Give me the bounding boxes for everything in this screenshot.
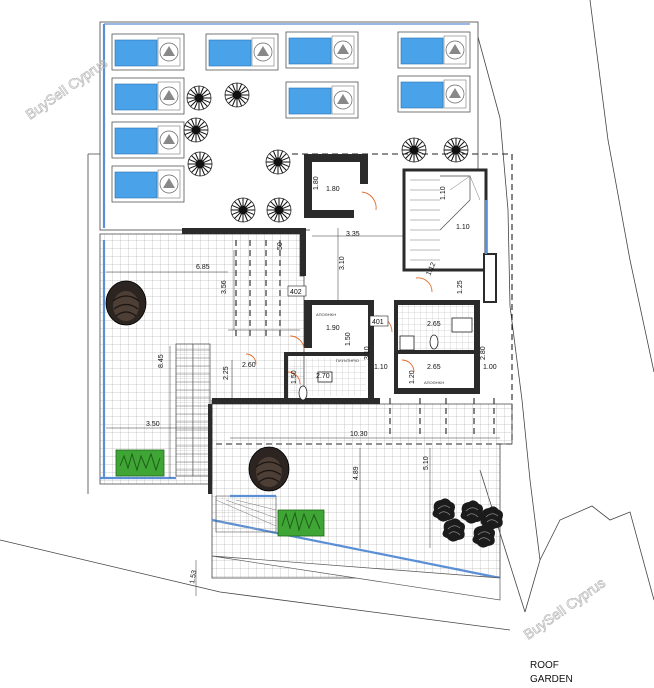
sunbed-icon	[205, 33, 279, 71]
dim-120: 1.20	[409, 370, 416, 384]
dim-350: 3.50	[146, 421, 160, 428]
sunbed-icon	[111, 33, 185, 71]
umbrella-icon	[187, 151, 213, 177]
storage-label-b: ΑΠΟΘΗΚΗ	[424, 380, 444, 385]
caption-line-1: ROOF	[530, 660, 559, 671]
sunbed-icon	[111, 121, 185, 159]
room-401: 401	[372, 319, 384, 326]
dim-110-landing: 1.10	[456, 224, 470, 231]
caption-line-2: GARDEN	[530, 674, 573, 685]
dim-225: 2.25	[223, 366, 230, 380]
watermark-top: BuySell Cyprus	[23, 54, 111, 122]
dim-265-upper: 2.65	[427, 321, 441, 328]
lounge-chair-icon	[248, 446, 290, 492]
dim-1030: 10.30	[350, 431, 368, 438]
umbrella-icon	[186, 85, 212, 111]
dim-270: 2.70	[316, 373, 330, 380]
laundry-label: ΠΛΥΝΤΗΡΙΟ	[336, 358, 359, 363]
umbrella-icon	[230, 197, 256, 223]
umbrella-icon	[224, 82, 250, 108]
lounge-chair-icon	[105, 280, 147, 326]
dim-310-vertical: 3.10	[339, 256, 346, 270]
dim-180-width: 1.80	[326, 186, 340, 193]
dim-150-lower: 1.50	[291, 370, 298, 384]
dim-150-upper: 1.50	[345, 332, 352, 346]
watermark-bottom: BuySell Cyprus	[521, 574, 609, 642]
dim-125: 1.25	[457, 280, 464, 294]
umbrella-icon	[266, 197, 292, 223]
room-tags: 402 401 ΑΠΟΘΗΚΗ ΑΠΟΘΗΚΗ ΠΛΥΝΤΗΡΙΟ	[287, 285, 444, 385]
dim-489: 4.89	[353, 466, 360, 480]
sunbed-icon	[285, 31, 359, 69]
planter-center	[277, 509, 325, 537]
umbrella-icon	[401, 137, 427, 163]
umbrella-icon	[183, 117, 209, 143]
sunbed-icon	[397, 31, 471, 69]
dim-356: 3.56	[221, 280, 228, 294]
dim-335: 3.35	[346, 231, 360, 238]
umbrella-icon	[265, 149, 291, 175]
terrace	[99, 222, 513, 601]
dim-310-corridor: 3.10	[364, 346, 371, 360]
dim-280: 2.80	[480, 346, 487, 360]
dim-110-stair: 1.10	[440, 186, 447, 200]
site-outline	[0, 0, 654, 631]
dim-153: 1.53	[189, 570, 198, 585]
dim-180-height: 1.80	[313, 176, 320, 190]
sunbed-icon	[111, 165, 185, 203]
sunbed-icon	[285, 81, 359, 119]
bathroom-401	[398, 305, 474, 351]
dim-50: 50	[277, 242, 284, 250]
dim-112: 1.12	[425, 261, 437, 276]
dim-510: 5.10	[423, 456, 430, 470]
dim-845: 8.45	[158, 354, 165, 368]
dim-110-corridor: 1.10	[374, 364, 388, 371]
dimension-labels: 6.85 3.35 1.80 1.80 1.10 1.10 3.10 1.12 …	[146, 176, 497, 584]
planter-left	[115, 449, 165, 477]
bathroom-402	[290, 358, 366, 401]
umbrella-icon	[443, 137, 469, 163]
glass-railings	[100, 200, 488, 498]
room-402: 402	[290, 289, 302, 296]
sunbed-icon	[397, 75, 471, 113]
parking-bays	[235, 240, 495, 436]
dimension-lines	[106, 228, 500, 596]
stairs-core	[402, 168, 488, 272]
dim-685: 6.85	[196, 264, 210, 271]
storage-label-a: ΑΠΟΘΗΚΗ	[316, 312, 336, 317]
stairs-lower	[215, 495, 277, 533]
sunbed-icon	[111, 77, 185, 115]
dim-100: 1.00	[483, 364, 497, 371]
dim-265-lower: 2.65	[427, 364, 441, 371]
dim-260: 2.60	[242, 362, 256, 369]
stairs-left	[175, 343, 211, 477]
dim-190: 1.90	[326, 325, 340, 332]
walls	[182, 154, 497, 494]
